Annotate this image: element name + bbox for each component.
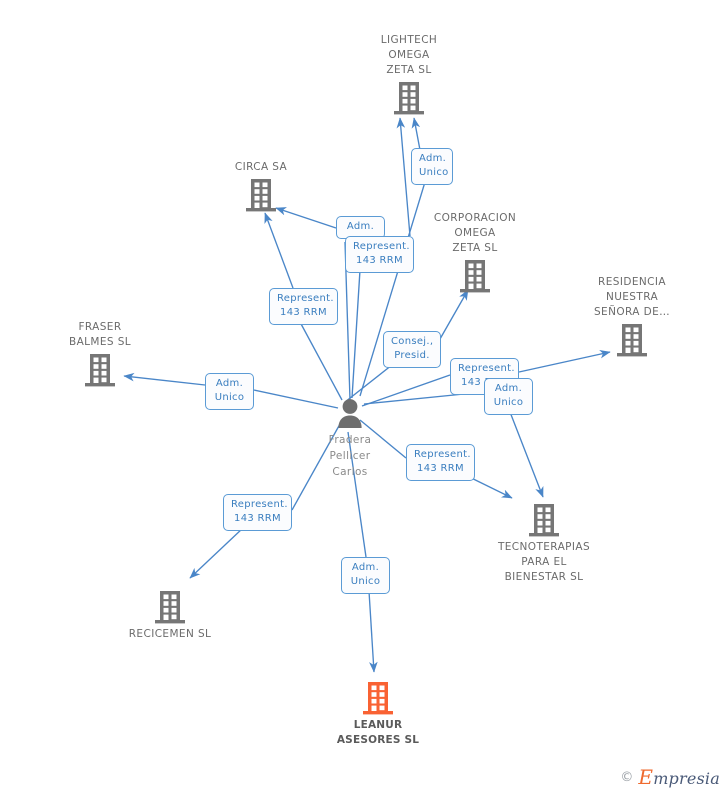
node-label-circa: CIRCA SA — [234, 161, 288, 173]
brand-rest: mpresia — [653, 769, 720, 788]
edge-label-adm-unico-fraser[interactable]: Adm. Unico — [205, 373, 254, 410]
edge-label-represent-143-rrm-recicemen[interactable]: Represent. 143 RRM — [223, 494, 292, 531]
node-label-residencia: RESIDENCIA NUESTRA SEÑORA DE… — [593, 276, 671, 318]
stub-person-to-consej — [344, 364, 393, 403]
edge-label-represent-143-rrm-circa[interactable]: Represent. 143 RRM — [269, 288, 338, 325]
node-person-fradera-pellicer-carlos[interactable]: Fradera Pellicer Carlos — [280, 398, 420, 480]
stub-person-to-represent-circa — [299, 321, 343, 401]
node-label-leanur: LEANUR ASESORES SL — [336, 719, 420, 746]
node-label-fraser: FRASER BALMES SL — [68, 321, 132, 348]
node-label-recicemen: RECICEMEN SL — [128, 628, 212, 640]
building-icon — [339, 80, 479, 116]
building-icon — [308, 680, 448, 716]
edge-label-adm-unico-leanur[interactable]: Adm. Unico — [341, 557, 390, 594]
edge-label-represent-143-rrm-lightech[interactable]: Represent. 143 RRM — [345, 236, 414, 273]
node-circa-sa[interactable]: CIRCA SA — [191, 160, 331, 213]
stub-person-to-represent-lightech — [351, 269, 361, 399]
edge-represent-to-recicemen — [189, 527, 244, 579]
edge-adm-unico-to-leanur — [368, 590, 378, 673]
node-leanur-asesores-sl[interactable]: LEANUR ASESORES SL — [308, 680, 448, 748]
edge-label-consej-presid-corporacion[interactable]: Consej., Presid. — [383, 331, 441, 368]
edge-label-adm-unico-lightech[interactable]: Adm. Unico — [411, 148, 453, 185]
brand-initial: E — [638, 765, 654, 789]
brand-empresia: Empresia — [638, 765, 720, 789]
node-fraser-balmes-sl[interactable]: FRASER BALMES SL — [30, 320, 170, 388]
node-label-corporacion: CORPORACION OMEGA ZETA SL — [433, 212, 517, 254]
copyright-icon: © — [620, 769, 634, 785]
building-icon — [191, 177, 331, 213]
building-icon — [30, 352, 170, 388]
node-lightech-omega-zeta-sl[interactable]: LIGHTECH OMEGA ZETA SL — [339, 33, 479, 116]
node-recicemen-sl[interactable]: RECICEMEN SL — [100, 589, 240, 642]
person-icon — [280, 398, 420, 430]
node-residencia-nuestra-senora[interactable]: RESIDENCIA NUESTRA SEÑORA DE… — [562, 275, 702, 358]
edge-label-represent-143-rrm-tecnoterapias[interactable]: Represent. 143 RRM — [406, 444, 475, 481]
building-icon — [405, 258, 545, 294]
node-corporacion-omega-zeta-sl[interactable]: CORPORACION OMEGA ZETA SL — [405, 211, 545, 294]
node-label-lightech: LIGHTECH OMEGA ZETA SL — [380, 34, 438, 76]
building-icon — [474, 502, 614, 538]
node-label-tecnoterapias: TECNOTERAPIAS PARA EL BIENESTAR SL — [497, 541, 591, 583]
edge-label-adm-unico-tecnoterapias[interactable]: Adm. Unico — [484, 378, 533, 415]
edge-person-lightech-adm-unico — [411, 117, 421, 151]
building-icon — [562, 322, 702, 358]
edge-adm-unico-to-tecnoterapias — [509, 411, 544, 498]
building-icon — [100, 589, 240, 625]
edge-represent-to-circa — [264, 212, 294, 289]
watermark: © Empresia — [620, 765, 720, 789]
node-tecnoterapias-bienestar-sl[interactable]: TECNOTERAPIAS PARA EL BIENESTAR SL — [474, 502, 614, 585]
node-label-person: Fradera Pellicer Carlos — [328, 434, 372, 478]
